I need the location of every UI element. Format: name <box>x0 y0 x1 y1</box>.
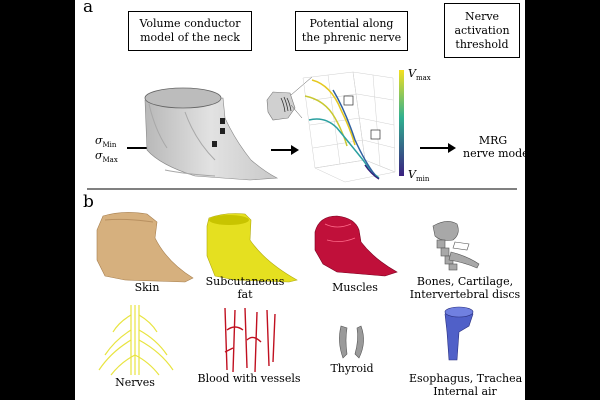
bones-model <box>432 221 480 271</box>
panel-label-b: b <box>83 192 94 212</box>
inset-neck-model <box>266 76 313 121</box>
vmax-label: Vmax <box>408 67 431 83</box>
mrg-label: MRG nerve model <box>463 134 525 160</box>
label-blood-vessels: Blood with vessels <box>197 372 301 385</box>
box-volume-conductor-line2: model of the neck <box>140 31 240 44</box>
label-esophagus-line2: Internal air <box>433 385 497 398</box>
panel-b-graphics <box>96 212 480 376</box>
figure-canvas: a b Volume conductor model of the neck P… <box>75 0 525 400</box>
sigma-min-label: σMin <box>95 134 117 150</box>
label-esophagus: Esophagus, Trachea Internal air <box>409 372 523 398</box>
panel-label-a: a <box>83 0 94 17</box>
label-bones-line2: Intervertebral discs <box>409 288 521 301</box>
box-threshold-line2: activation <box>454 23 510 37</box>
panel-a-graphics <box>87 70 517 190</box>
box-activation-threshold: Nerve activation threshold <box>444 3 520 58</box>
esophagus-model <box>444 306 474 361</box>
blood-vessels-model <box>224 307 276 373</box>
label-subcutaneous-fat: Subcutaneous fat <box>205 275 285 301</box>
label-subcutaneous-line2: fat <box>237 288 253 301</box>
box-volume-conductor: Volume conductor model of the neck <box>128 11 252 51</box>
label-nerves: Nerves <box>115 376 155 389</box>
subcutaneous-fat-model <box>206 213 298 283</box>
arrow-plot-to-mrg <box>420 143 456 153</box>
label-muscles: Muscles <box>332 281 378 294</box>
label-bones-line1: Bones, Cartilage, <box>416 275 514 288</box>
nerves-model <box>98 305 174 376</box>
box-potential-line2: the phrenic nerve <box>301 31 402 44</box>
colorbar <box>399 70 404 176</box>
label-thyroid: Thyroid <box>330 362 374 375</box>
thyroid-model <box>339 325 364 359</box>
muscles-model <box>314 215 398 277</box>
vmin-label: Vmin <box>408 168 430 184</box>
box-potential-line1: Potential along <box>309 17 394 30</box>
potential-plot-grid <box>302 71 396 183</box>
skin-model <box>96 212 194 283</box>
box-volume-conductor-line1: Volume conductor <box>139 17 241 30</box>
label-subcutaneous-line1: Subcutaneous <box>205 275 285 288</box>
mrg-line1: MRG <box>478 134 508 147</box>
box-threshold-line1: Nerve <box>464 9 500 23</box>
sigma-max-label: σMax <box>95 149 118 165</box>
box-threshold-line3: threshold <box>455 37 509 51</box>
neck-volume-model <box>144 87 279 181</box>
label-bones: Bones, Cartilage, Intervertebral discs <box>409 275 521 301</box>
arrow-model-to-plot <box>271 145 299 155</box>
box-potential: Potential along the phrenic nerve <box>295 11 408 51</box>
mrg-line2: nerve model <box>463 147 525 160</box>
potential-curves <box>304 79 381 180</box>
label-skin: Skin <box>134 281 160 294</box>
label-esophagus-line1: Esophagus, Trachea <box>409 372 523 385</box>
